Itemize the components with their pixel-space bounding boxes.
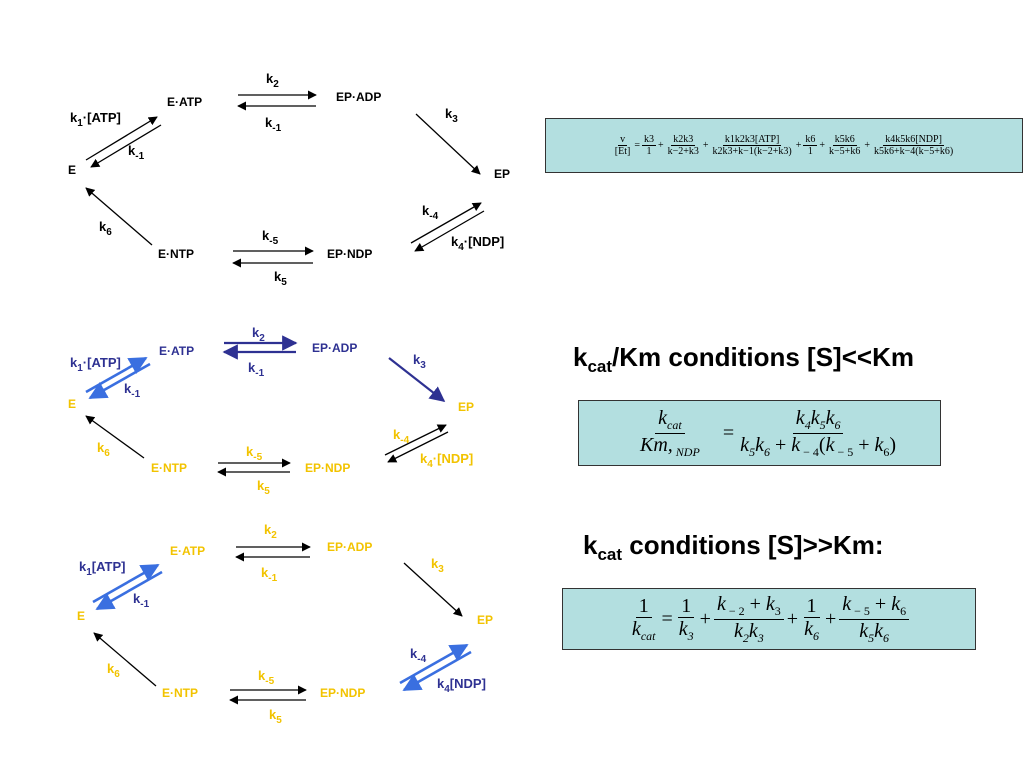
scheme1-arrow-k-4 — [410, 202, 482, 244]
scheme2-species-ep: EP — [458, 400, 474, 414]
scheme2-arrow-k4 — [387, 431, 449, 463]
kcat-heading: kcat conditions [S]>>Km: — [583, 530, 884, 565]
scheme1-arrow-k3 — [415, 113, 481, 175]
scheme2-label-k6: k6 — [97, 440, 110, 459]
scheme1-label-k4: k4·[NDP] — [451, 234, 504, 253]
scheme3-species-ep-ndp: EP·NDP — [320, 686, 365, 700]
scheme1-arrow-k1 — [85, 116, 158, 161]
scheme3-label-k3: k3 — [431, 556, 444, 575]
scheme1-species-e-ntp: E·NTP — [158, 247, 194, 261]
scheme1-arrow-k6 — [85, 187, 153, 246]
scheme2-label-k4: k4·[NDP] — [420, 451, 473, 470]
scheme1-species-ep-ndp: EP·NDP — [327, 247, 372, 261]
scheme2-species-ep-adp: EP·ADP — [312, 341, 357, 355]
scheme2-arrow-k6 — [85, 415, 145, 459]
scheme1-arrow-k-1-left — [90, 124, 162, 168]
scheme3-label-k5: k5 — [269, 707, 282, 726]
scheme2-species-ep-ndp: EP·NDP — [305, 461, 350, 475]
scheme3-label-k-5: k-5 — [258, 668, 275, 687]
scheme2-arrow-k-4 — [384, 424, 447, 456]
scheme1-label-k3: k3 — [445, 106, 458, 125]
scheme3-label-k2: k2 — [264, 522, 277, 541]
scheme2-arrow-k3 — [388, 357, 446, 402]
scheme2-label-k2: k2 — [252, 325, 265, 344]
scheme1-label-k6: k6 — [99, 219, 112, 238]
scheme3-label-k1: k1[ATP] — [79, 559, 126, 578]
scheme2-label-k3: k3 — [413, 352, 426, 371]
scheme1-label-k1: k1·[ATP] — [70, 110, 121, 129]
scheme3-label-k-4: k-4 — [410, 646, 427, 665]
scheme1-species-e-atp: E·ATP — [167, 95, 202, 109]
scheme3-arrow-k3 — [403, 562, 463, 617]
scheme2-label-k-1-top: k-1 — [248, 360, 265, 379]
scheme3-arrow-k4 — [402, 650, 472, 692]
scheme1-species-e: E — [68, 163, 76, 177]
scheme2-label-k1: k1·[ATP] — [70, 355, 121, 374]
scheme1-label-k-4: k-4 — [422, 203, 439, 222]
scheme3-species-e: E — [77, 609, 85, 623]
scheme1-label-k-5: k-5 — [262, 228, 279, 247]
scheme3-label-k4: k4[NDP] — [437, 676, 486, 695]
scheme3-label-k-1-left: k-1 — [133, 591, 150, 610]
scheme3-label-k-1-top: k-1 — [261, 565, 278, 584]
scheme2-label-k-4: k-4 — [393, 427, 410, 446]
scheme1-arrow-k4 — [414, 210, 485, 252]
scheme2-label-k-5: k-5 — [246, 444, 263, 463]
scheme3-label-k6: k6 — [107, 661, 120, 680]
scheme2-arrow-k-1-left — [88, 362, 151, 400]
scheme1-label-k-1-top: k-1 — [265, 115, 282, 134]
scheme3-arrow-k-1-left — [95, 570, 163, 611]
scheme1-species-ep-adp: EP·ADP — [336, 90, 381, 104]
scheme1-label-k5: k5 — [274, 269, 287, 288]
scheme1-label-k-1-left: k-1 — [128, 143, 145, 162]
scheme2-label-k5: k5 — [257, 478, 270, 497]
scheme1-label-k2: k2 — [266, 71, 279, 90]
scheme3-species-ep: EP — [477, 613, 493, 627]
scheme1-species-ep: EP — [494, 167, 510, 181]
scheme3-arrow-k6 — [93, 632, 157, 687]
kcat-km-heading: kcat/Km conditions [S]<<Km — [573, 342, 914, 377]
scheme2-species-e: E — [68, 397, 76, 411]
scheme3-species-ep-adp: EP·ADP — [327, 540, 372, 554]
scheme3-species-e-ntp: E·NTP — [162, 686, 198, 700]
scheme2-species-e-atp: E·ATP — [159, 344, 194, 358]
scheme3-species-e-atp: E·ATP — [170, 544, 205, 558]
scheme2-species-e-ntp: E·NTP — [151, 461, 187, 475]
eq1-term-v-over-et: v[Et] — [614, 134, 631, 157]
scheme2-label-k-1-left: k-1 — [124, 381, 141, 400]
